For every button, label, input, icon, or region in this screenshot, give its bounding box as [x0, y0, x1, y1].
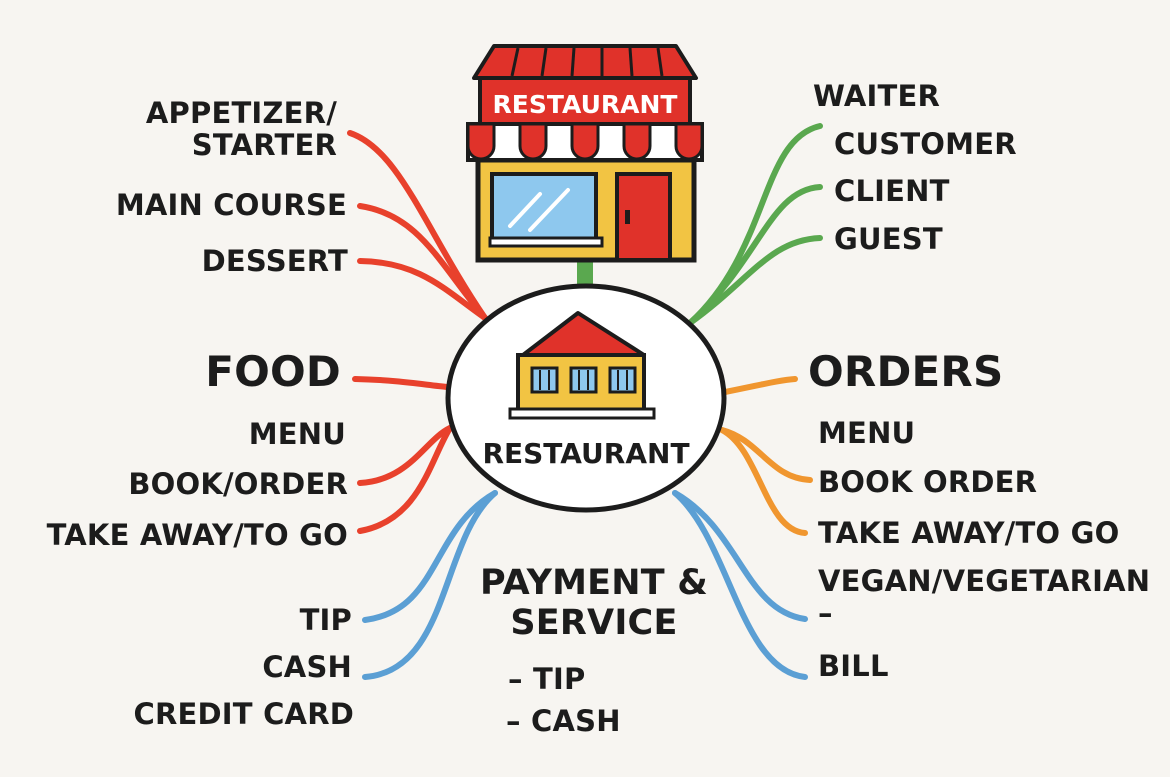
food-item-book-order: BOOK/ORDER: [128, 467, 348, 501]
course-dessert: DESSERT: [201, 244, 348, 278]
course-main: MAIN COURSE: [115, 188, 347, 222]
food-branch-lines: [347, 130, 488, 534]
branch-line-food: [352, 376, 451, 390]
storefront-sign: RESTAURANT: [493, 90, 678, 119]
branch-line-take-away: [357, 425, 453, 534]
payment-title: PAYMENT & SERVICE: [480, 563, 708, 643]
branch-line-book-order: [357, 425, 453, 486]
branch-line-main-course: [357, 203, 488, 321]
food-title: FOOD: [205, 347, 341, 396]
orders-title: ORDERS: [808, 347, 1004, 396]
house-icon: [508, 311, 656, 420]
people-branch-lines: [687, 123, 823, 326]
food-item-take-away: TAKE AWAY/TO GO: [46, 518, 348, 552]
branch-line-bill: [672, 490, 808, 680]
center-hub-label: RESTAURANT: [482, 437, 689, 470]
orders-branch-lines: [719, 376, 813, 536]
branch-line-vegan: [672, 490, 808, 622]
branch-line-dessert: [357, 258, 488, 321]
branch-line-waiter: [687, 123, 823, 326]
people-item-client: CLIENT: [834, 174, 950, 208]
payment-branch-lines: [362, 490, 808, 680]
course-appetizer: APPETIZER/ STARTER: [145, 96, 337, 162]
payment-item-cash: CASH: [262, 650, 352, 684]
branch-line-cash: [362, 490, 498, 680]
storefront-connector: [577, 258, 593, 292]
payment-item-credit-card: CREDIT CARD: [133, 697, 354, 731]
branch-line-guest: [687, 235, 823, 326]
branch-line-tip: [362, 490, 498, 623]
orders-item-take-away: TAKE AWAY/TO GO: [818, 516, 1120, 550]
branch-line-client: [687, 184, 823, 326]
payment-sub-tip: – TIP: [508, 662, 586, 696]
people-item-guest: GUEST: [834, 222, 943, 256]
orders-item-vegan: VEGAN/VEGETARIAN –: [818, 564, 1151, 630]
branch-line-book-order-r: [719, 427, 813, 483]
payment-item-tip: TIP: [299, 603, 352, 637]
orders-item-bill: BILL: [818, 649, 889, 683]
people-item-waiter: WAITER: [813, 79, 941, 113]
payment-sub-cash: – CASH: [506, 704, 621, 738]
branch-line-appetizer: [347, 130, 488, 321]
orders-item-menu: MENU: [818, 416, 916, 450]
storefront-icon: RESTAURANT: [466, 44, 704, 263]
people-item-customer: CUSTOMER: [834, 127, 1017, 161]
branch-line-take-away-r: [719, 427, 808, 536]
orders-item-book-order: BOOK ORDER: [818, 465, 1038, 499]
branch-line-orders: [722, 376, 798, 395]
food-item-menu: MENU: [248, 417, 346, 451]
